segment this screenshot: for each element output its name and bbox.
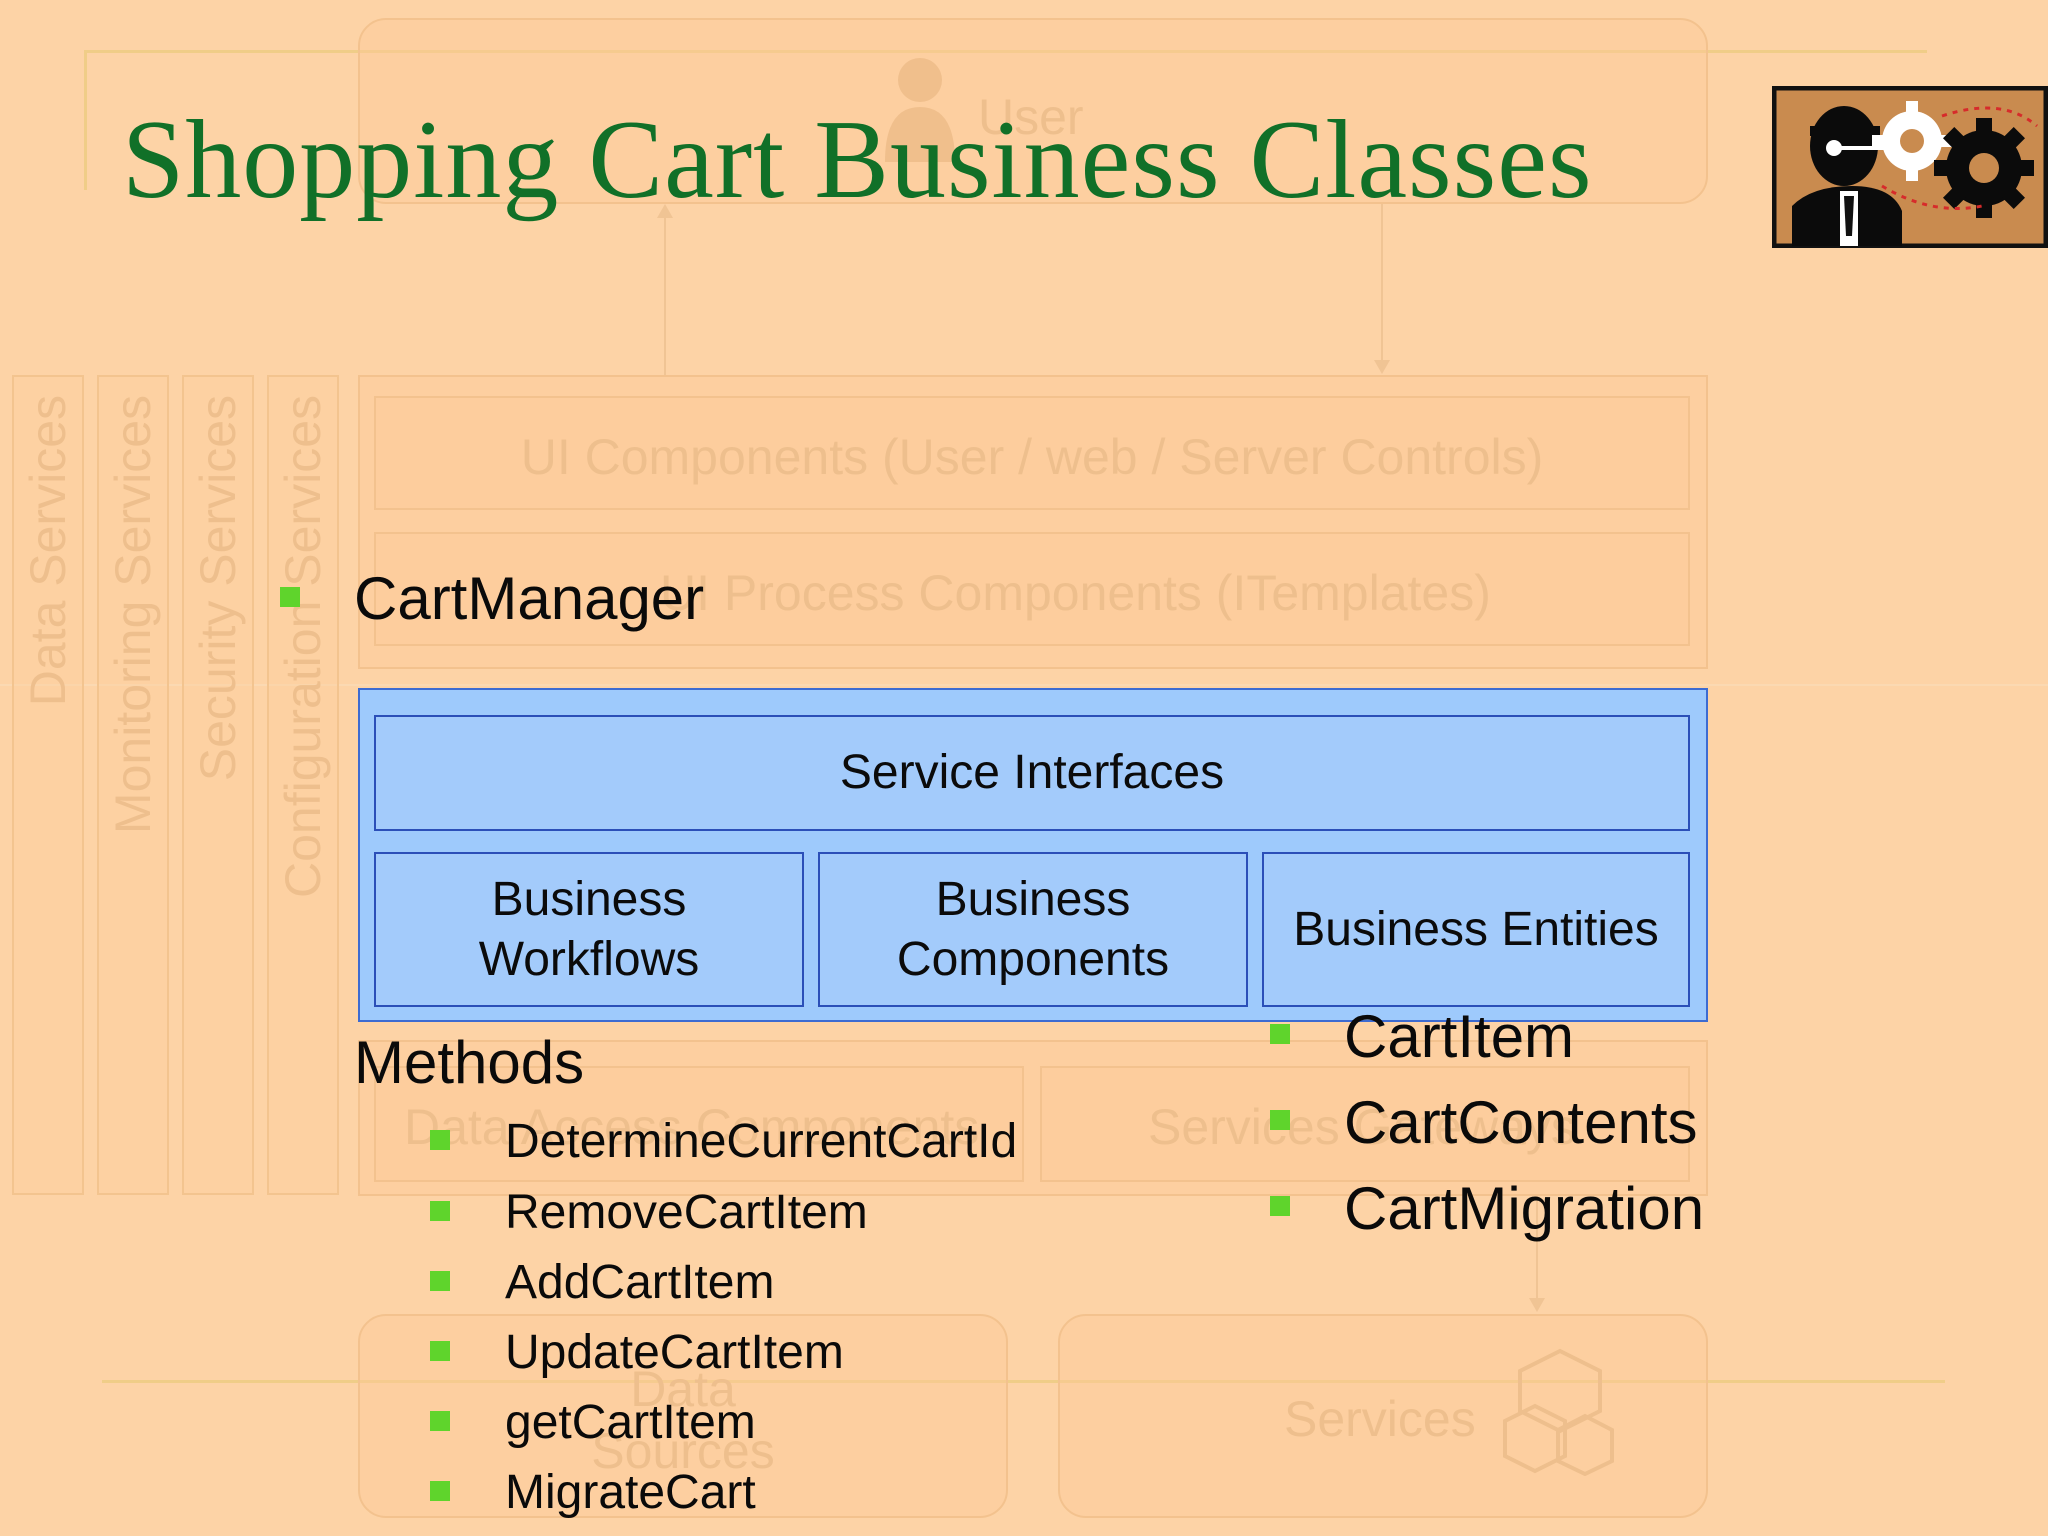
security-services-label: Security Services <box>190 395 246 782</box>
bullet-method <box>430 1201 450 1221</box>
cartmanager-label: CartManager <box>354 565 705 632</box>
bullet-method <box>430 1130 450 1150</box>
configuration-services-label-wrap: Configuration Services <box>267 375 339 1195</box>
bullet-method <box>430 1411 450 1431</box>
service-gateways-box <box>1040 1066 1690 1182</box>
method-item: getCartItem <box>505 1396 756 1449</box>
method-item: UpdateCartItem <box>505 1326 844 1379</box>
business-workflows-line1: Business <box>491 872 687 926</box>
ui-components-label: UI Components (User / web / Server Contr… <box>520 429 1544 485</box>
arrow-down-head <box>1374 360 1390 374</box>
security-services-label-wrap: Security Services <box>182 375 254 1195</box>
business-entities-label: Business Entities <box>1293 902 1659 956</box>
arrow-up-head <box>657 204 673 218</box>
bullet-method <box>430 1481 450 1501</box>
entity-item: CartMigration <box>1344 1175 1705 1242</box>
services-cubes-icon <box>1503 1348 1614 1476</box>
business-entities-box: Business Entities <box>1262 852 1690 1007</box>
method-item: AddCartItem <box>505 1256 775 1309</box>
presentation-layer <box>358 375 1708 669</box>
arrow-services-head <box>1529 1298 1545 1312</box>
business-components-line2: Components <box>896 932 1170 986</box>
monitoring-services-label: Monitoring Services <box>105 395 161 835</box>
bullet-entity <box>1270 1196 1290 1216</box>
methods-heading: Methods <box>354 1029 585 1096</box>
data-sources-line1: Data <box>630 1361 736 1417</box>
business-components-line1: Business <box>935 872 1131 926</box>
service-interfaces-label: Service Interfaces <box>839 746 1225 799</box>
configuration-services-bar <box>267 375 339 1195</box>
service-interfaces-box: Service Interfaces <box>374 715 1690 831</box>
bullet-entity <box>1270 1024 1290 1044</box>
business-components-box: Business Components <box>818 852 1248 1007</box>
method-item: DetermineCurrentCartId <box>505 1115 1018 1168</box>
user-icon <box>885 58 955 162</box>
mid-line <box>0 684 2048 686</box>
header-line-top <box>84 50 1927 53</box>
bullet-method <box>430 1341 450 1361</box>
data-access-box <box>374 1066 1024 1182</box>
data-services-bar <box>12 375 84 1195</box>
business-workflows-line2: Workflows <box>478 932 700 986</box>
bullet-cartmanager <box>280 587 300 607</box>
monitoring-services-label-wrap: Monitoring Services <box>97 375 169 1195</box>
business-workflows-box: Business Workflows <box>374 852 804 1007</box>
bullet-entity <box>1270 1110 1290 1130</box>
footer-line <box>102 1380 1945 1383</box>
slide-title: Shopping Cart Business Classes <box>122 98 1593 222</box>
header-line-left <box>84 50 87 190</box>
service-gateways-label: Services Gateways <box>1148 1099 1576 1155</box>
method-item: MigrateCart <box>505 1466 756 1519</box>
data-access-label: Data Access Components <box>404 1099 980 1155</box>
services-label: Services <box>1284 1391 1476 1447</box>
arrow-up-line <box>664 210 666 376</box>
configuration-services-label: Configuration Services <box>275 395 331 899</box>
data-sources-box <box>358 1314 1008 1518</box>
monitoring-services-bar <box>97 375 169 1195</box>
data-services-label: Data Services <box>20 395 76 707</box>
ui-components-box <box>374 396 1690 510</box>
data-sources-line2: Sources <box>591 1423 775 1479</box>
data-services-label-wrap: Data Services <box>12 375 84 1195</box>
ui-process-box <box>374 532 1690 646</box>
method-item: RemoveCartItem <box>505 1186 868 1239</box>
user-box <box>358 18 1708 204</box>
arrow-down-line <box>1381 204 1383 364</box>
ui-process-label: UI Process Components (ITemplates) <box>660 565 1491 621</box>
business-gears-icon <box>1772 86 2048 248</box>
security-services-bar <box>182 375 254 1195</box>
user-label: User <box>978 89 1084 145</box>
entity-item: CartContents <box>1344 1089 1698 1156</box>
arrow-services-line <box>1536 1196 1538 1298</box>
bullet-method <box>430 1271 450 1291</box>
entity-item: CartItem <box>1344 1003 1575 1070</box>
services-box <box>1058 1314 1708 1518</box>
